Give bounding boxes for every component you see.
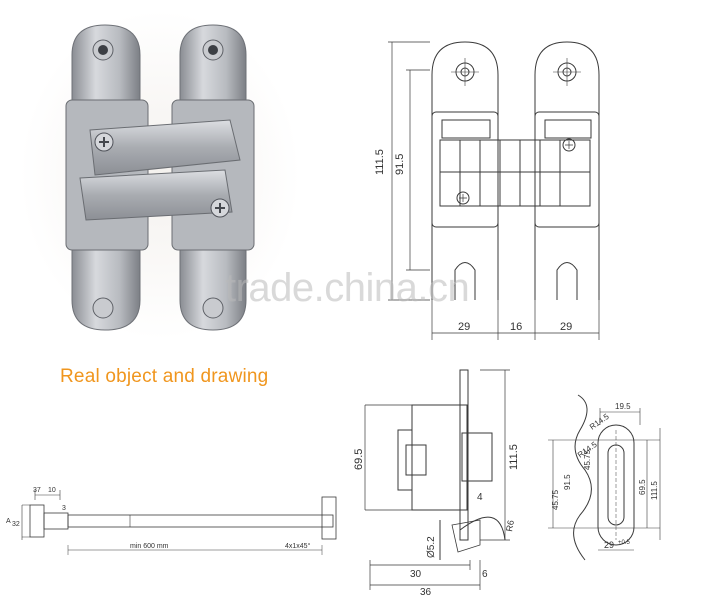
dim-gap: 16 — [510, 321, 522, 333]
cutout-dim-top: 19.5 — [615, 402, 631, 411]
rod-dim-chamfer: 4x1x45° — [285, 542, 311, 550]
rod-dim-3: 3 — [62, 505, 66, 512]
caption-text: Real object and drawing — [60, 366, 269, 387]
cutout-dim-4575a: 45.75 — [583, 449, 592, 470]
dim-overall-height: 111.5 — [374, 149, 386, 175]
rod-dim-32: 32 — [12, 521, 20, 528]
cutout-dim-4575b: 45.75 — [551, 489, 560, 510]
cutout-dim-695: 69.5 — [638, 479, 647, 495]
rod-dim-10: 10 — [48, 487, 56, 494]
dim-leaf-right: 29 — [560, 321, 572, 333]
dim-left-height: 69.5 — [353, 449, 365, 470]
dim-r-small: R6 — [504, 519, 516, 532]
rod-dim-37: 37 — [33, 487, 41, 494]
cutout-dim-91: 91.5 — [563, 474, 572, 490]
cutout-dim-29: 29 — [604, 540, 614, 550]
dim-diameter: Ø5.2 — [426, 536, 437, 558]
dim-leaf-left: 29 — [458, 321, 470, 333]
cutout-dim-1115: 111.5 — [650, 481, 659, 500]
dim-6: 6 — [482, 569, 488, 580]
dim-36: 36 — [420, 587, 432, 598]
dim-30: 30 — [410, 569, 422, 580]
watermark-text: trade.china.cn — [225, 266, 470, 310]
rod-dim-min: min 600 mm — [130, 543, 169, 550]
cutout-dim-tol: +0.5 — [618, 540, 631, 546]
dim-right-height: 111.5 — [508, 444, 520, 470]
dim-inner-height: 91.5 — [394, 154, 406, 175]
rod-dim-A: A — [6, 518, 11, 525]
dim-small: 4 — [477, 492, 483, 503]
